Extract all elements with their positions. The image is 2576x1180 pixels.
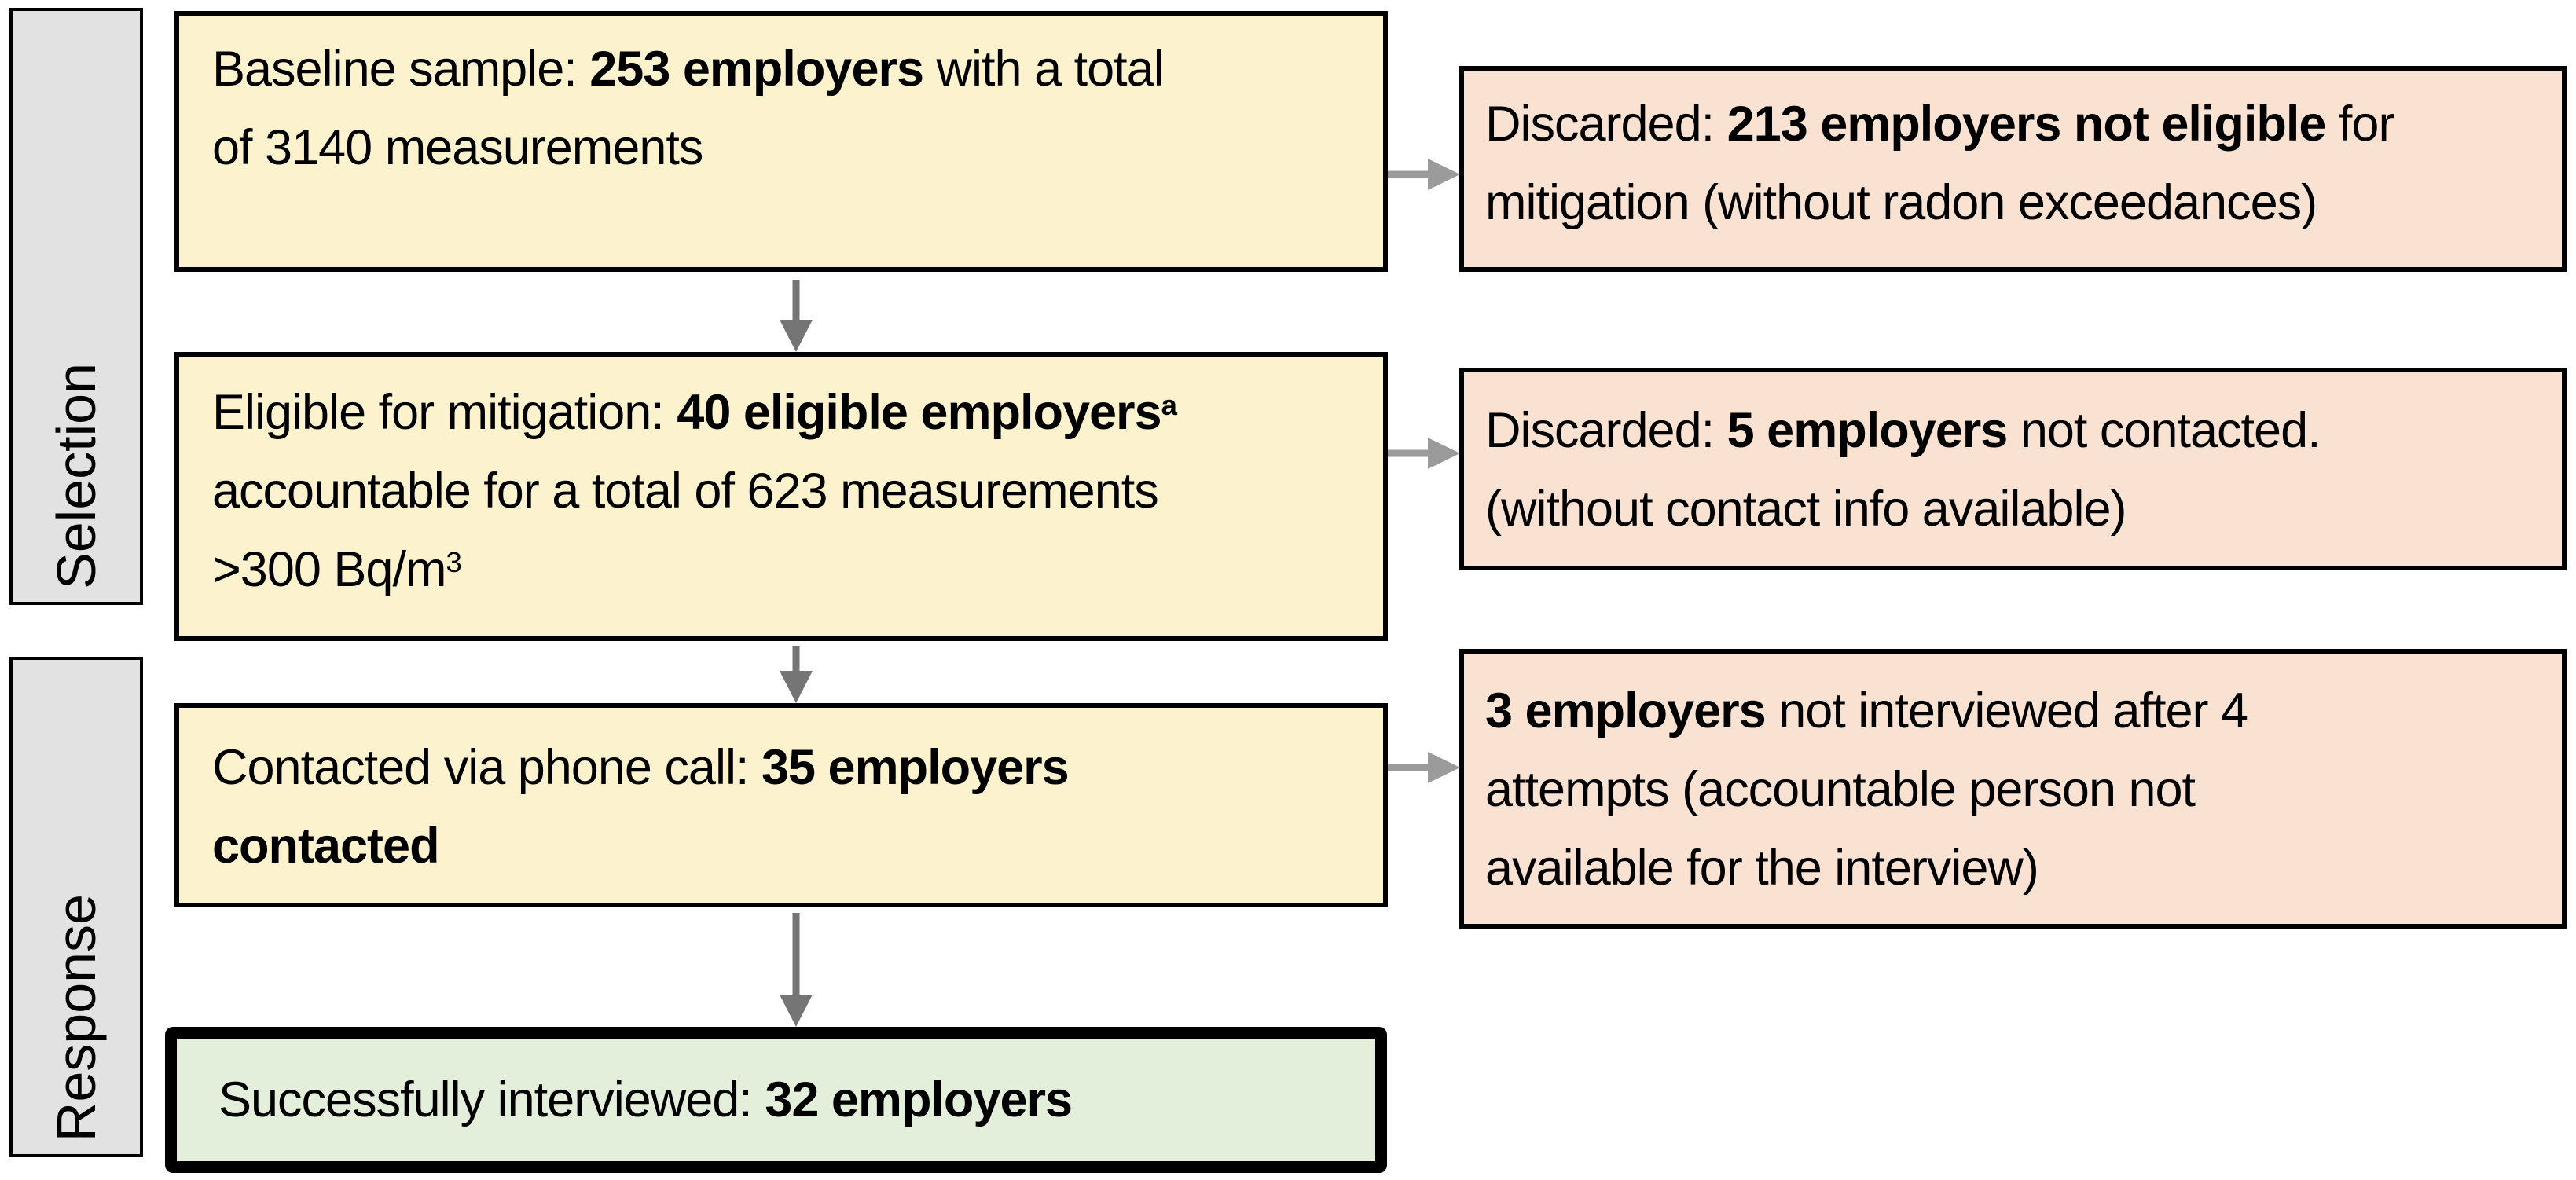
text-line: Eligible for mitigation: 40 eligible emp… <box>212 373 1383 452</box>
text-line: Baseline sample: 253 employers with a to… <box>212 30 1383 108</box>
arrow-down-icon <box>779 646 813 703</box>
discarded-not-eligible-box: Discarded: 213 employers not eligible fo… <box>1459 66 2567 272</box>
superscript-text: a <box>1161 388 1177 421</box>
text-run: Contacted via phone call: <box>212 740 761 795</box>
arrow-head <box>780 320 813 352</box>
text-run: accountable for a total of 623 measureme… <box>212 464 1159 519</box>
text-run: Discarded: <box>1485 97 1727 152</box>
text-line: Successfully interviewed: 32 employers <box>218 1061 1073 1139</box>
baseline-sample-box: Baseline sample: 253 employers with a to… <box>174 11 1388 272</box>
text-run: 3 employers <box>1485 683 1767 738</box>
phase-label-response: Response <box>46 893 107 1142</box>
text-line: (without contact info available) <box>1485 470 2562 548</box>
eligible-for-mitigation-box: Eligible for mitigation: 40 eligible emp… <box>174 352 1388 641</box>
arrow-shaft <box>792 913 800 999</box>
arrow-head <box>1428 159 1460 190</box>
superscript-text: 3 <box>446 545 461 578</box>
text-run: 32 employers <box>765 1072 1073 1127</box>
phase-box-response: Response <box>9 657 143 1157</box>
arrow-shaft <box>1388 449 1432 457</box>
phase-label-selection: Selection <box>46 363 107 589</box>
text-line: available for the interview) <box>1485 829 2562 907</box>
arrow-head <box>780 995 813 1027</box>
arrow-head <box>1428 752 1460 783</box>
text-run: Discarded: <box>1485 403 1727 458</box>
text-line: Contacted via phone call: 35 employers <box>212 728 1383 807</box>
text-run: >300 Bq/m <box>212 542 446 597</box>
contacted-via-phone-box: Contacted via phone call: 35 employers co… <box>174 703 1388 907</box>
phase-box-selection: Selection <box>9 8 143 605</box>
arrow-head <box>780 671 813 703</box>
arrow-down-icon <box>779 913 813 1027</box>
arrow-right-icon <box>1388 157 1460 192</box>
arrow-shaft <box>1388 764 1432 771</box>
text-line: mitigation (without radon exceedances) <box>1485 163 2562 242</box>
arrow-down-icon <box>779 280 813 352</box>
text-run: 213 employers not eligible <box>1727 97 2327 152</box>
text-run: Successfully interviewed: <box>218 1072 765 1127</box>
arrow-shaft <box>1388 170 1432 178</box>
text-run: with a total <box>923 42 1165 97</box>
text-run: not interviewed after 4 <box>1765 683 2248 738</box>
text-line: of 3140 measurements <box>212 108 1383 187</box>
text-line: 3 employers not interviewed after 4 <box>1485 672 2562 750</box>
text-run: Eligible for mitigation: <box>212 385 677 440</box>
text-run: 35 employers <box>761 740 1070 795</box>
text-line: accountable for a total of 623 measureme… <box>212 452 1383 530</box>
text-run: contacted <box>212 819 440 874</box>
text-run: not contacted. <box>2007 403 2321 458</box>
text-run: (without contact info available) <box>1485 482 2126 537</box>
discarded-not-contacted-box: Discarded: 5 employers not contacted. (wi… <box>1459 368 2567 570</box>
text-run: Baseline sample: <box>212 42 590 97</box>
text-run: for <box>2325 97 2395 152</box>
arrow-shaft <box>792 646 800 675</box>
arrow-shaft <box>792 280 800 324</box>
text-run: 253 employers <box>589 42 924 97</box>
text-line: attempts (accountable person not <box>1485 750 2562 829</box>
text-line: >300 Bq/m3 <box>212 530 1383 609</box>
text-run: available for the interview) <box>1485 841 2039 896</box>
text-run: of 3140 measurements <box>212 120 703 175</box>
text-run: mitigation (without radon exceedances) <box>1485 175 2317 230</box>
successfully-interviewed-box: Successfully interviewed: 32 employers <box>165 1027 1387 1173</box>
text-run: attempts (accountable person not <box>1485 762 2196 817</box>
arrow-right-icon <box>1388 436 1460 471</box>
text-line: contacted <box>212 807 1383 885</box>
text-line: Discarded: 5 employers not contacted. <box>1485 391 2562 470</box>
arrow-right-icon <box>1388 750 1460 785</box>
text-run: 5 employers <box>1727 403 2009 458</box>
not-interviewed-box: 3 employers not interviewed after 4 attem… <box>1459 649 2567 929</box>
text-line: Discarded: 213 employers not eligible fo… <box>1485 85 2562 163</box>
arrow-head <box>1428 438 1460 469</box>
text-run: 40 eligible employers <box>677 385 1161 440</box>
